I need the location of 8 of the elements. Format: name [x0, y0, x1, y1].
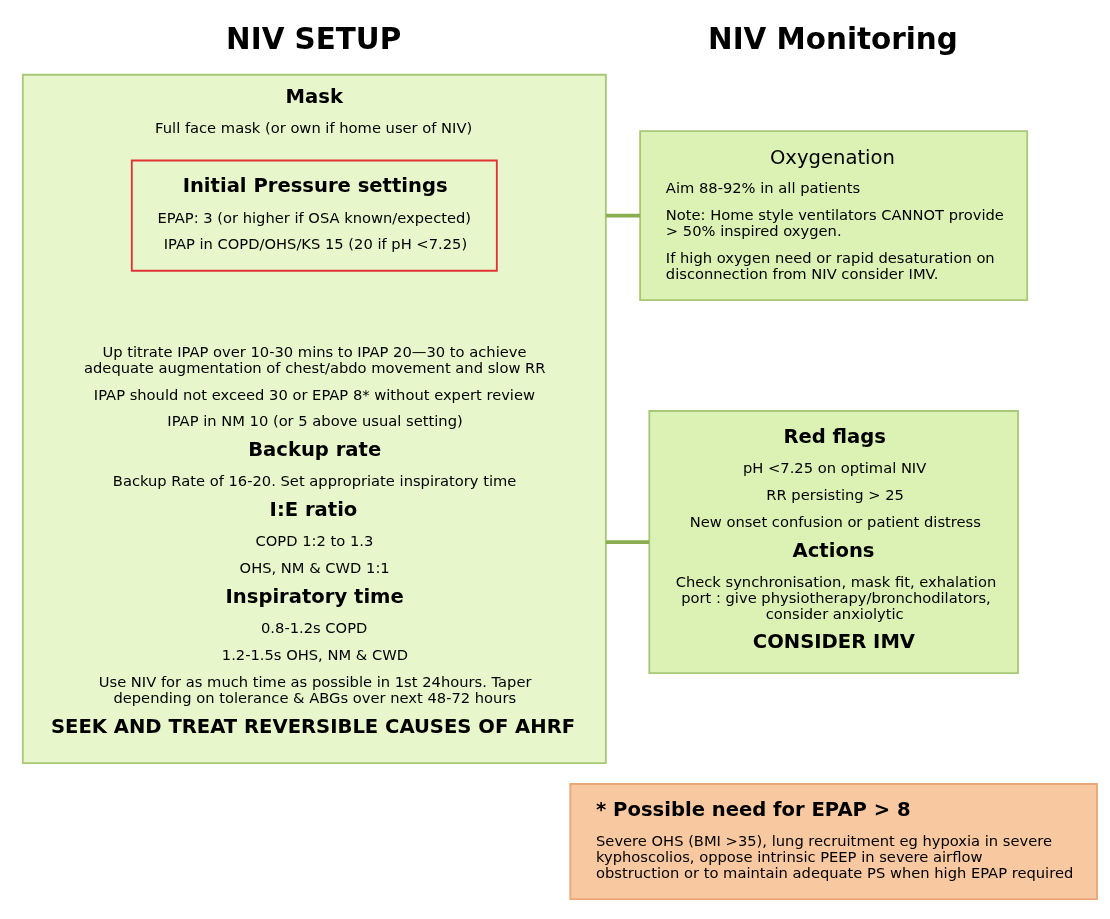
node-box: Red flags pH <7.25 on optimal NIV RR persisting > 25 New onset confusion or patient distress Actions Check synchronisation, mask fit, exhalation port : give physiotherapy/bronchodilators, consider anxiolytic CONSIDER IMV [648, 409, 1019, 674]
connector [605, 539, 650, 544]
label: NIV Monitoring [708, 21, 958, 56]
node-box: Oxygenation Aim 88-92% in all patients Note: Home style ventilators CANNOT provide > 50% inspired oxygen. If high oxygen need or rapid desaturation on disconnection from NIV consider IMV. [639, 129, 1029, 301]
node-box: * Possible need for EPAP > 8 Severe OHS (BMI >35), lung recruitment eg hypoxia in severe kyphoscolios, oppose intrinsic PEEP in severe airflow obstruction or to maintain adequate PS when high EPAP required [569, 782, 1098, 900]
connector [605, 213, 640, 217]
node-box: Initial Pressure settings EPAP: 3 (or higher if OSA known/expected) IPAP in COPD/OHS/KS 15 (20 if pH <7.25) [130, 159, 498, 272]
label: NIV SETUP [226, 21, 402, 56]
